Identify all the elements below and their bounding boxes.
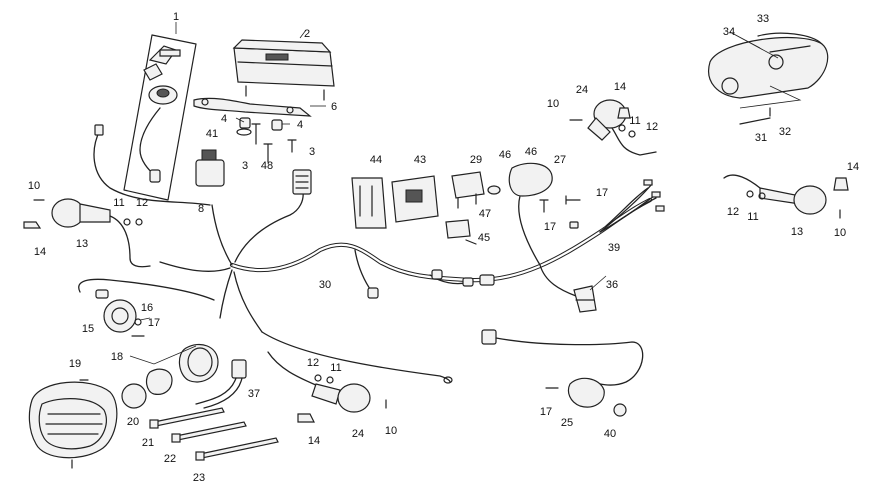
spark-plug-cap (573, 285, 597, 313)
callout-12-top: 12 (646, 121, 658, 133)
callout-12-bottom: 12 (307, 357, 319, 369)
callout-10-top: 10 (547, 98, 559, 110)
headlight (28, 343, 219, 469)
callout-39: 39 (608, 242, 620, 254)
callout-6: 6 (331, 101, 337, 113)
front-right-indicator (261, 331, 453, 423)
callout-12-right: 12 (727, 206, 739, 218)
callout-11-bottom: 11 (330, 362, 341, 374)
callout-47: 47 (479, 208, 491, 220)
callout-45: 45 (478, 232, 490, 244)
callout-24-bottom: 24 (352, 428, 364, 440)
callout-31: 31 (755, 132, 767, 144)
electronic-modules (351, 162, 581, 266)
callout-18: 18 (111, 351, 123, 363)
harness-connector (292, 169, 312, 195)
front-left-indicator (23, 198, 151, 268)
relay-8 (195, 149, 225, 187)
callout-34: 34 (723, 26, 735, 38)
callout-11-right: 11 (747, 211, 758, 223)
callout-14-top: 14 (614, 81, 626, 93)
callout-4-left: 4 (221, 113, 227, 125)
callout-17-b: 17 (596, 187, 608, 199)
callout-labels: 1 2 6 4 4 41 3 48 3 8 10 11 12 13 14 44 … (28, 11, 859, 484)
callout-27: 27 (554, 154, 566, 166)
callout-46-left: 46 (499, 149, 511, 161)
callout-41: 41 (206, 128, 218, 140)
horn (78, 278, 215, 337)
callout-17-c: 17 (148, 317, 160, 329)
callout-19: 19 (69, 358, 81, 370)
callout-13-left: 13 (76, 238, 88, 250)
main-wiring-harness (159, 183, 661, 333)
callout-13-right: 13 (791, 226, 803, 238)
callout-16: 16 (141, 302, 153, 314)
callout-3-left: 3 (242, 160, 248, 172)
sensor-cable (481, 329, 644, 417)
callout-15: 15 (82, 323, 94, 335)
callout-17-d: 17 (540, 406, 552, 418)
callout-17-a: 17 (544, 221, 556, 233)
callout-14-bottom: 14 (308, 435, 320, 447)
callout-23: 23 (193, 472, 205, 484)
callout-10-left: 10 (28, 180, 40, 192)
callout-2: 2 (304, 28, 310, 40)
callout-33: 33 (757, 13, 769, 25)
callout-22: 22 (164, 453, 176, 465)
ignition-switch (93, 34, 211, 206)
callout-25: 25 (561, 417, 573, 429)
callout-4-right: 4 (297, 119, 303, 131)
mounting-hardware (236, 117, 297, 163)
rear-left-indicator (723, 174, 849, 219)
cable-ties (149, 407, 279, 461)
connector-37 (195, 359, 247, 409)
instrument-panel (232, 39, 335, 101)
callout-8: 8 (198, 203, 204, 215)
callout-12-left: 12 (136, 197, 148, 209)
callout-11-top: 11 (629, 115, 640, 127)
callout-20: 20 (127, 416, 139, 428)
callout-29: 29 (470, 154, 482, 166)
wiring-branch-39 (605, 179, 665, 229)
callout-1: 1 (173, 11, 179, 23)
leader-lines (129, 22, 779, 365)
tail-light (708, 32, 829, 125)
callout-10-bottom: 10 (385, 425, 397, 437)
callout-43: 43 (414, 154, 426, 166)
callout-21: 21 (142, 437, 154, 449)
instrument-bracket (193, 97, 312, 117)
rear-right-indicator (569, 99, 657, 156)
callout-10-right: 10 (834, 227, 846, 239)
callout-46-right: 46 (525, 146, 537, 158)
callout-14-left: 14 (34, 246, 46, 258)
callout-14-right: 14 (847, 161, 859, 173)
callout-44: 44 (370, 154, 382, 166)
callout-32: 32 (779, 126, 791, 138)
callout-24-top: 24 (576, 84, 588, 96)
callout-36: 36 (606, 279, 618, 291)
callout-40: 40 (604, 428, 616, 440)
callout-37: 37 (248, 388, 260, 400)
callout-11-left: 11 (113, 197, 124, 209)
callout-30: 30 (319, 279, 331, 291)
callout-3-right: 3 (309, 146, 315, 158)
callout-48: 48 (261, 160, 273, 172)
